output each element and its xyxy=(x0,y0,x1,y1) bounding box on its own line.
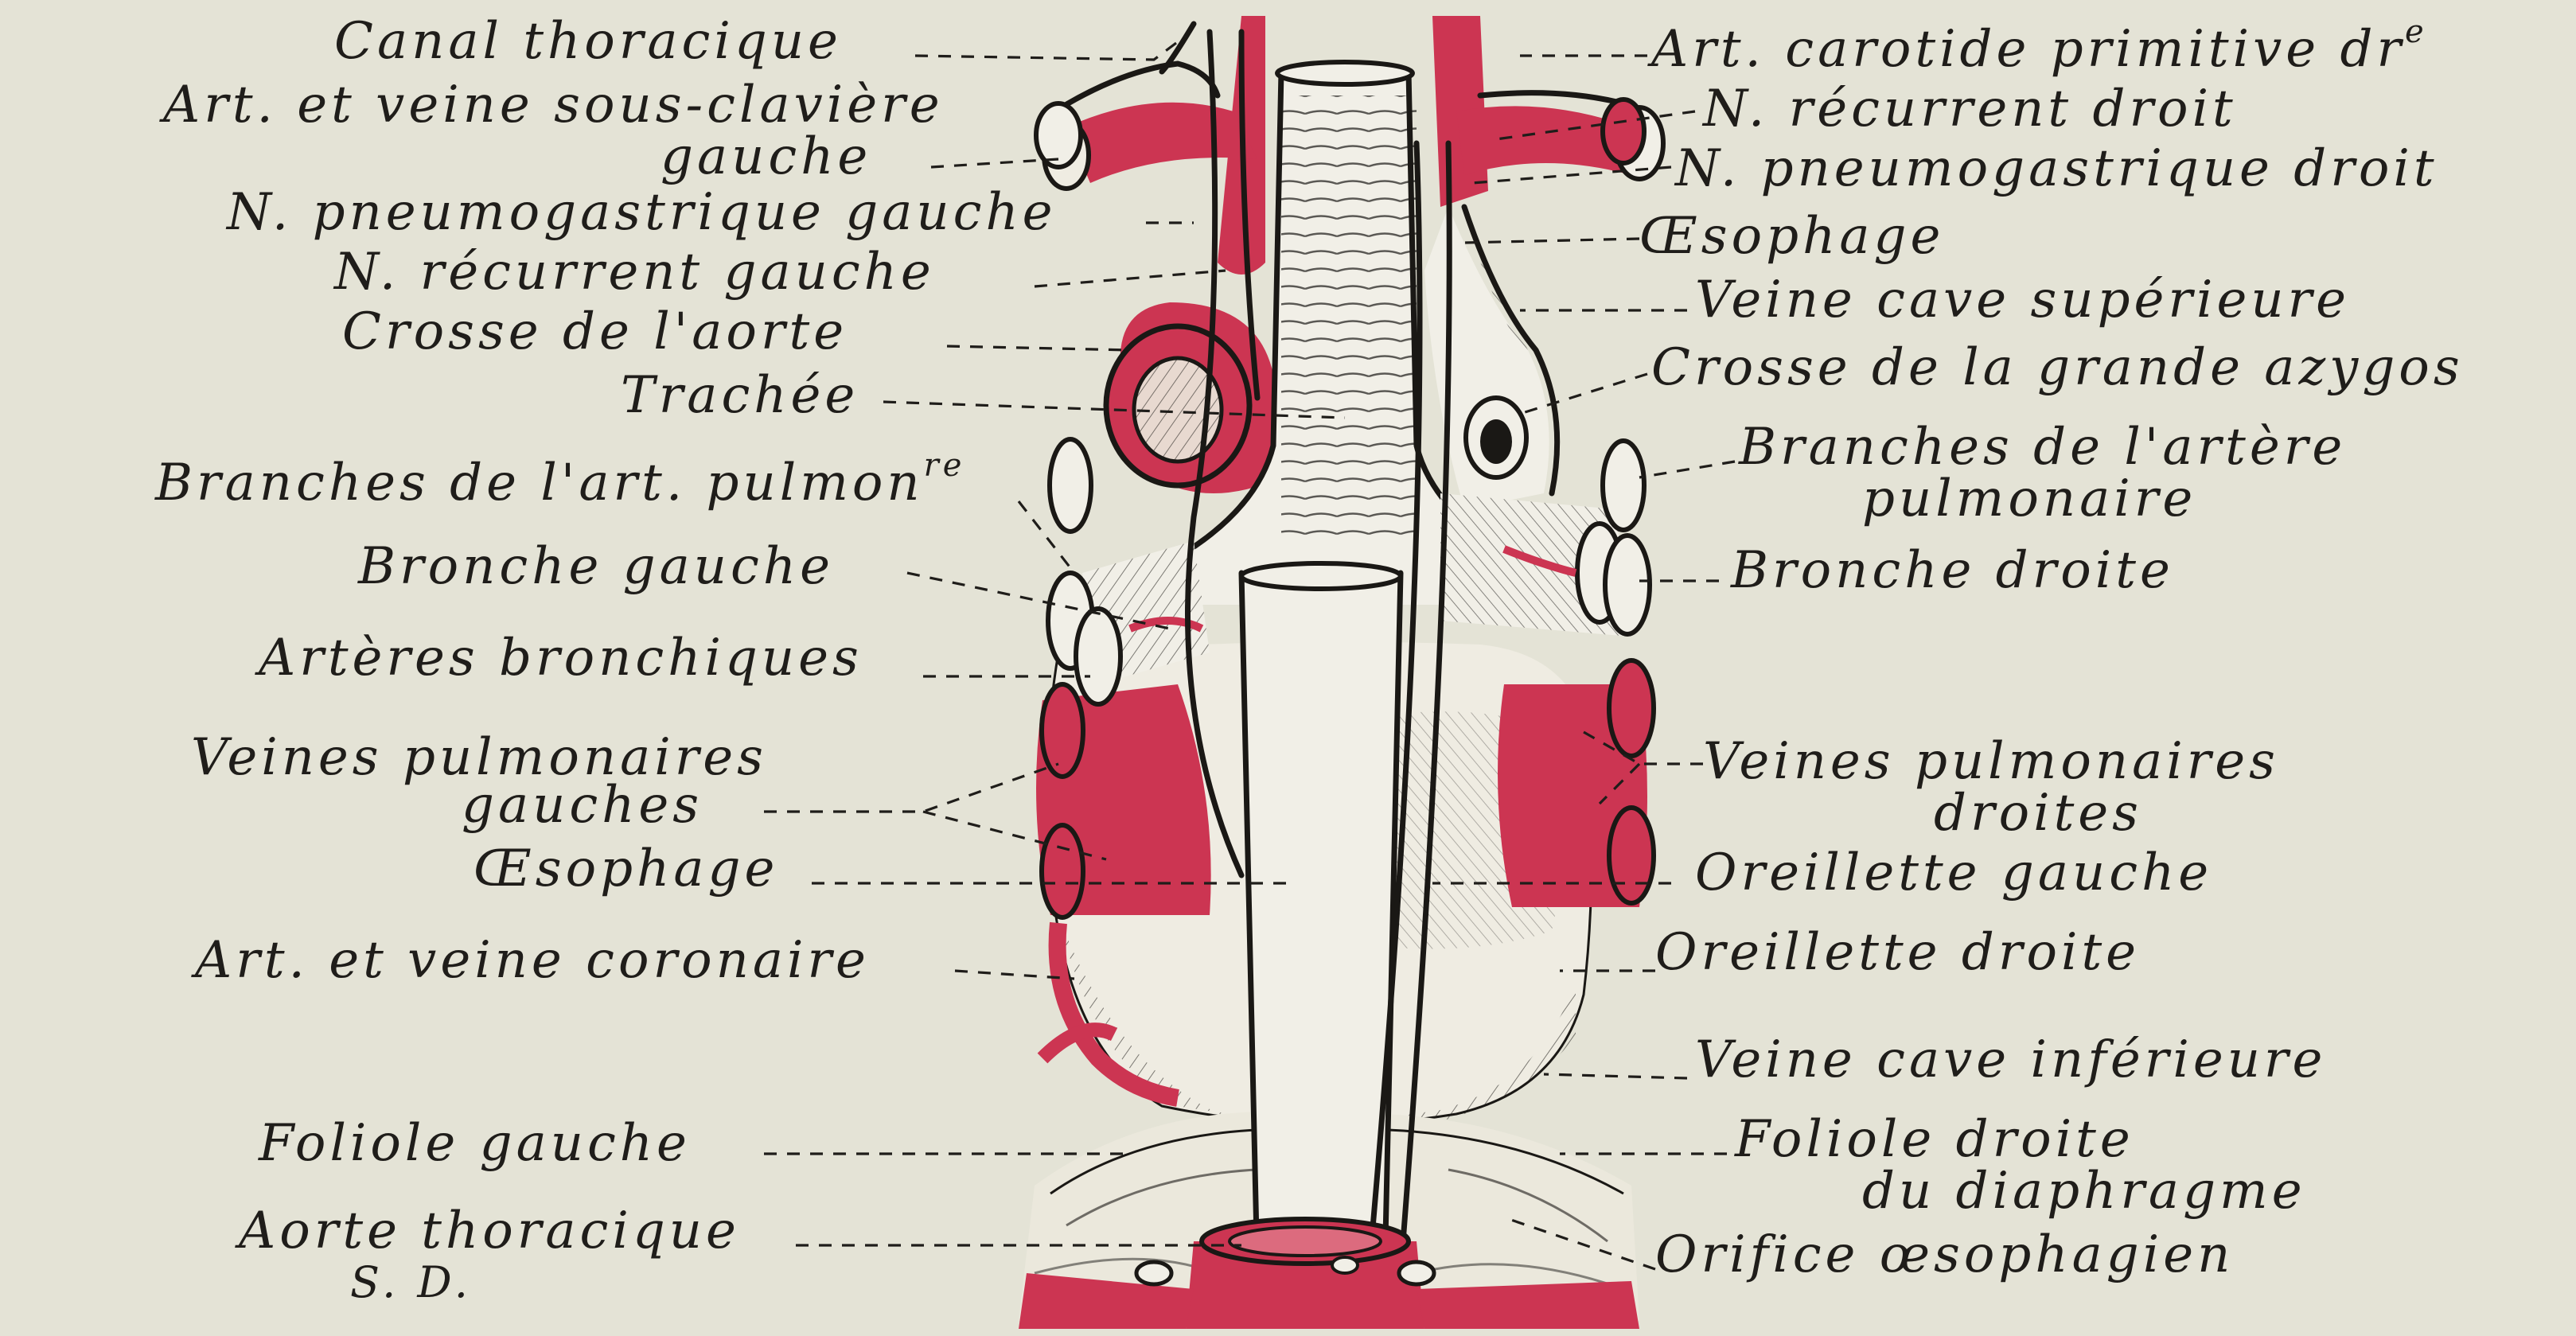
label-foliole-gauche: Foliole gauche xyxy=(259,1118,691,1169)
label-bronche-gauche: Bronche gauche xyxy=(358,541,834,592)
label-branches-art-pulmonaire-text: Branches de l'art. pulmon xyxy=(155,454,924,512)
label-n-pneumogastrique-droit: N. pneumogastrique droit xyxy=(1675,143,2438,194)
label-art-carotide-text: Art. carotide primitive dr xyxy=(1651,20,2405,79)
label-art-carotide: Art. carotide primitive dre xyxy=(1651,16,2428,75)
label-n-pneumogastrique-gauche: N. pneumogastrique gauche xyxy=(227,187,1057,238)
label-branches-artere-pulmonaire-2: pulmonaire xyxy=(1862,473,2196,524)
label-art-veine-sous-claviere-2: gauche xyxy=(661,131,871,182)
label-oesophage-left: Œsophage xyxy=(474,843,778,894)
label-foliole-droite: Foliole droite xyxy=(1735,1114,2134,1165)
label-branches-artere-pulmonaire: Branches de l'artère xyxy=(1739,422,2346,473)
label-branches-art-pulmonaire-sup: re xyxy=(924,447,966,484)
label-oreillette-gauche: Oreillette gauche xyxy=(1695,847,2212,898)
label-art-veine-sous-claviere: Art. et veine sous-clavière xyxy=(163,80,944,130)
right-pulmonary-veins xyxy=(1498,660,1654,907)
label-oreillette-droite: Oreillette droite xyxy=(1655,927,2140,978)
label-aorte-thoracique: Aorte thoracique xyxy=(239,1206,740,1256)
label-foliole-droite-2: du diaphragme xyxy=(1862,1166,2306,1217)
label-veines-pulmonaires-gauches-2: gauches xyxy=(462,780,703,831)
signature: S. D. xyxy=(350,1261,472,1304)
label-art-carotide-sup: e xyxy=(2405,14,2428,50)
label-veines-pulmonaires-droites-2: droites xyxy=(1934,788,2142,839)
label-crosse-grande-azygos: Crosse de la grande azygos xyxy=(1651,342,2464,393)
label-branches-art-pulmonaire: Branches de l'art. pulmonre xyxy=(155,450,965,508)
label-n-recurrent-droit: N. récurrent droit xyxy=(1703,84,2237,134)
label-bronche-droite: Bronche droite xyxy=(1731,545,2174,596)
label-trachee: Trachée xyxy=(621,370,859,421)
label-veine-cave-inferieure: Veine cave inférieure xyxy=(1695,1034,2326,1085)
label-arteres-bronchiques: Artères bronchiques xyxy=(259,633,863,684)
label-orifice-oesophagien: Orifice œsophagien xyxy=(1655,1229,2234,1280)
label-oesophage-right: Œsophage xyxy=(1639,211,1944,262)
label-veines-pulmonaires-droites: Veines pulmonaires xyxy=(1703,736,2279,787)
label-art-veine-coronaire: Art. et veine coronaire xyxy=(195,935,870,986)
label-canal-thoracique: Canal thoracique xyxy=(334,16,842,67)
label-crosse-aorte: Crosse de l'aorte xyxy=(342,306,848,357)
label-veine-cave-superieure: Veine cave supérieure xyxy=(1695,275,2350,325)
label-n-recurrent-gauche: N. récurrent gauche xyxy=(334,247,935,298)
